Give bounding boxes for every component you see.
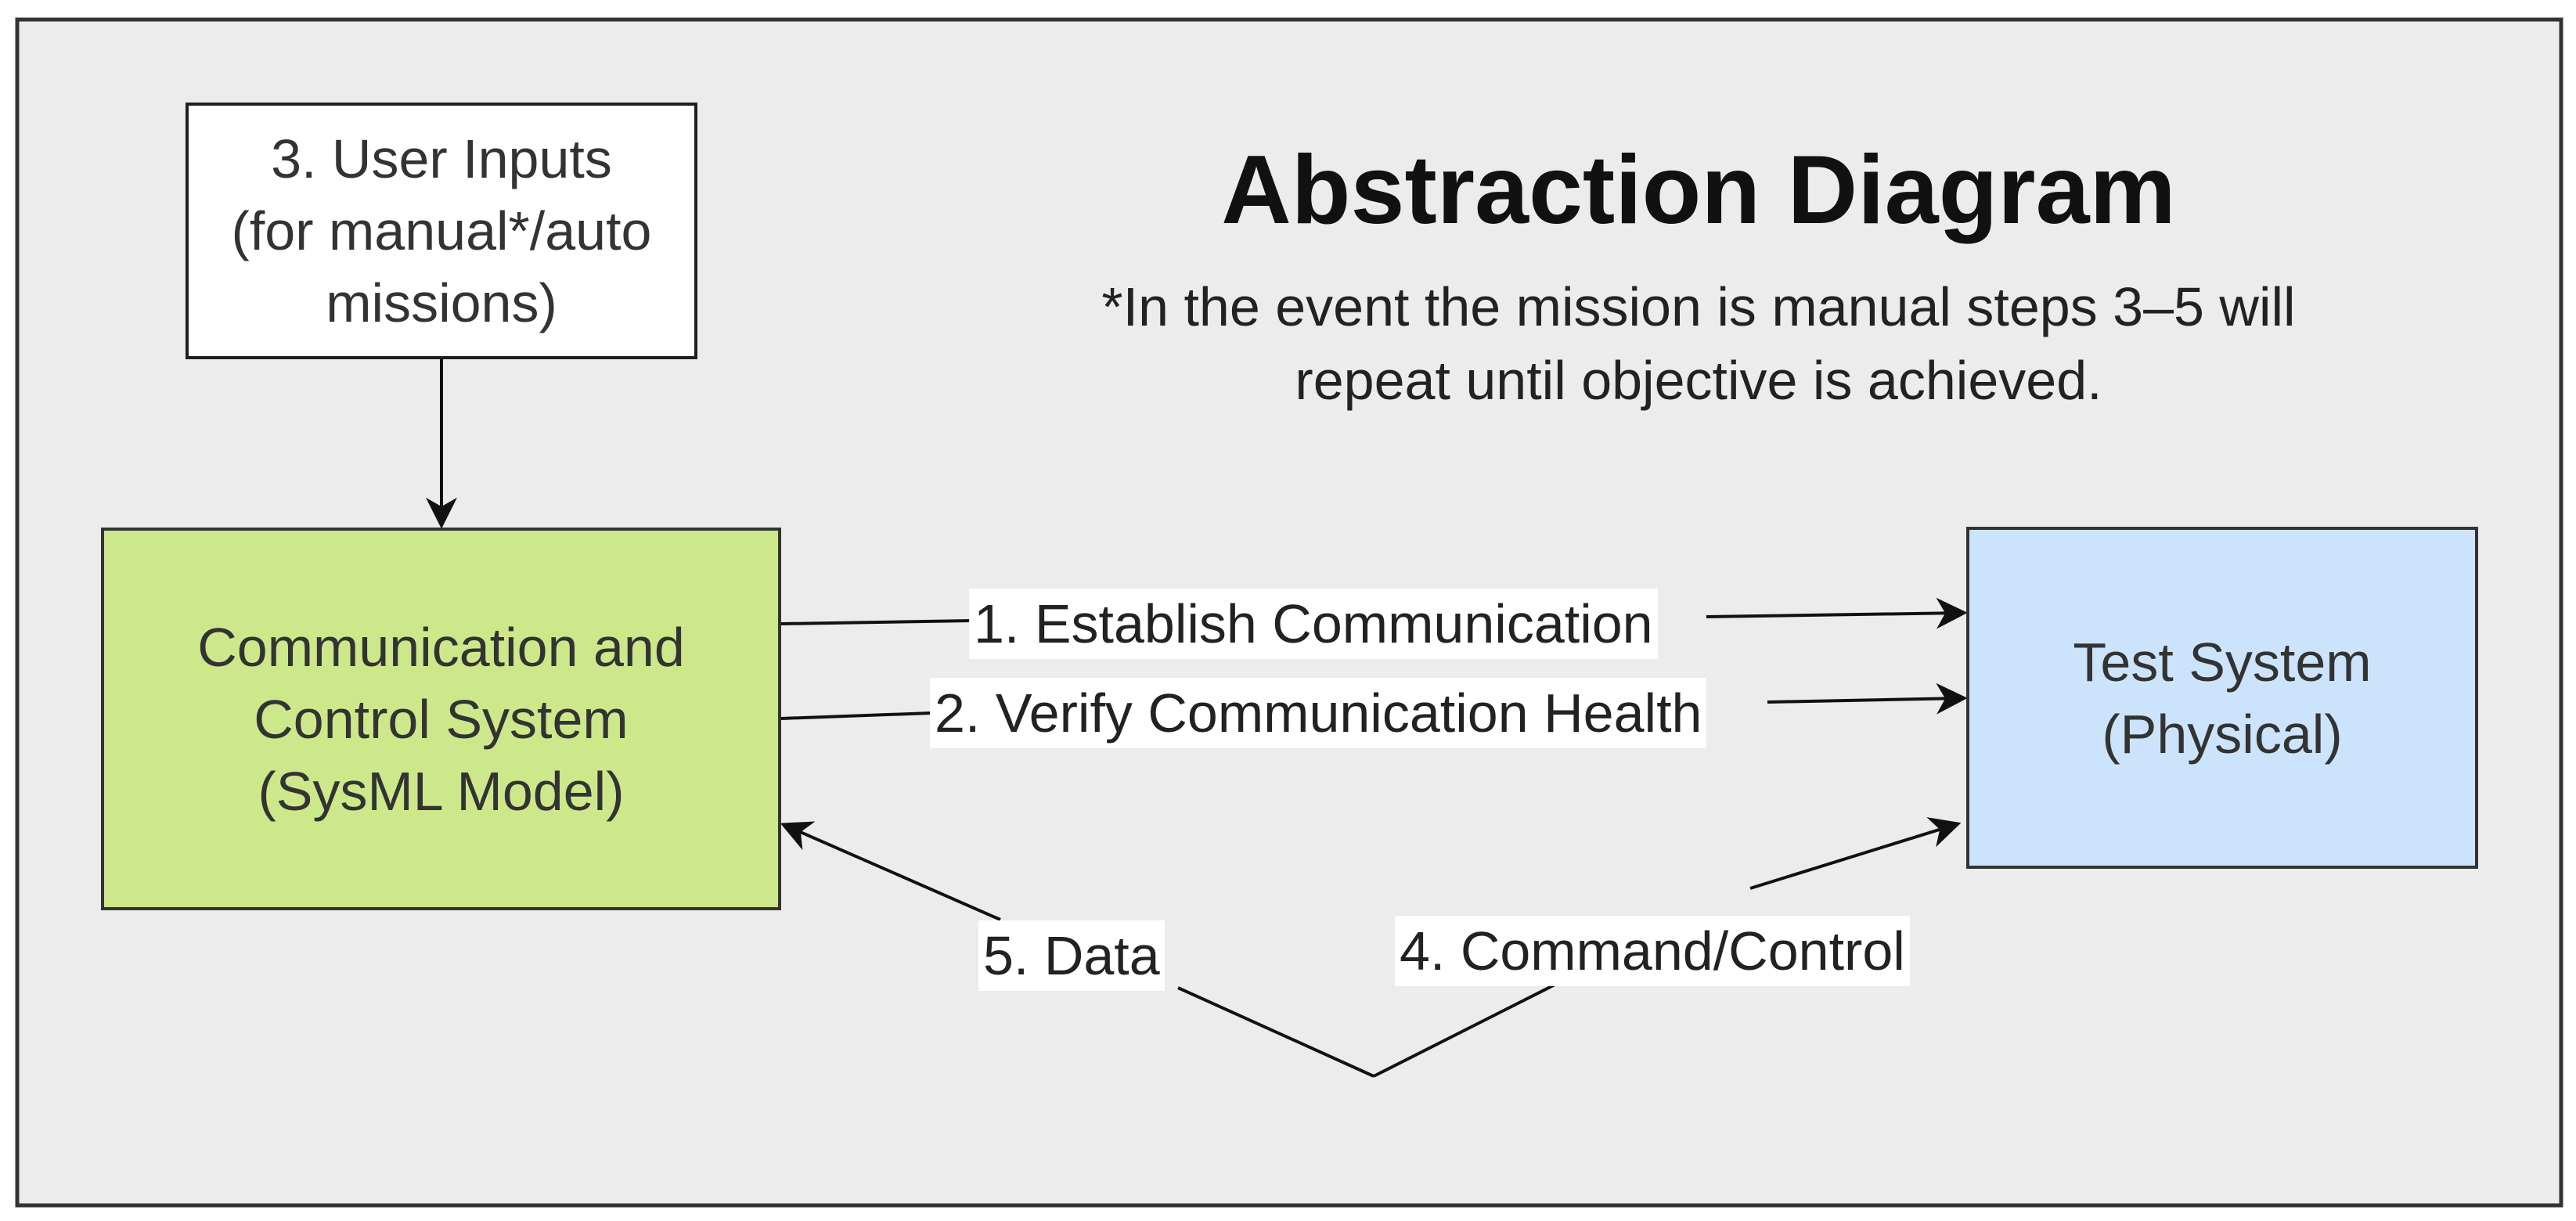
- note-line-2: repeat until objective is achieved.: [1295, 350, 2102, 411]
- ccs-line-1: Communication and: [197, 616, 685, 678]
- command-arrow-head: [1749, 817, 1962, 890]
- verify-arrow-right: [1767, 683, 1968, 715]
- edge-label-establish: 1. Establish Communication: [969, 589, 1658, 659]
- ccs-line-3: (SysML Model): [258, 760, 625, 822]
- ccs-line-2: Control System: [254, 688, 629, 750]
- communication-control-system-box: Communication and Control System (SysML …: [101, 528, 781, 910]
- data-arrow-upper: [780, 821, 1001, 921]
- user-inputs-line-3: missions): [326, 272, 557, 333]
- edge-label-command: 4. Command/Control: [1395, 916, 1910, 986]
- establish-arrow-right: [1706, 597, 1968, 629]
- edge-label-verify: 2. Verify Communication Health: [930, 678, 1707, 748]
- edge-label-data: 5. Data: [978, 920, 1165, 991]
- data-arrow-lower: [1177, 986, 1374, 1078]
- user-inputs-line-2: (for manual*/auto: [231, 200, 652, 261]
- test-system-line-1: Test System: [2073, 631, 2372, 693]
- diagram-note: *In the event the mission is manual step…: [939, 270, 2458, 417]
- test-system-line-2: (Physical): [2102, 703, 2343, 765]
- verify-arrow-left: [780, 711, 932, 720]
- diagram-title: Abstraction Diagram: [1221, 136, 2176, 244]
- user-inputs-line-1: 3. User Inputs: [271, 128, 612, 189]
- user-inputs-box: 3. User Inputs (for manual*/auto mission…: [186, 103, 697, 359]
- establish-arrow-left: [780, 619, 971, 625]
- note-line-1: *In the event the mission is manual step…: [1101, 276, 2296, 337]
- test-system-box: Test System (Physical): [1966, 527, 2478, 869]
